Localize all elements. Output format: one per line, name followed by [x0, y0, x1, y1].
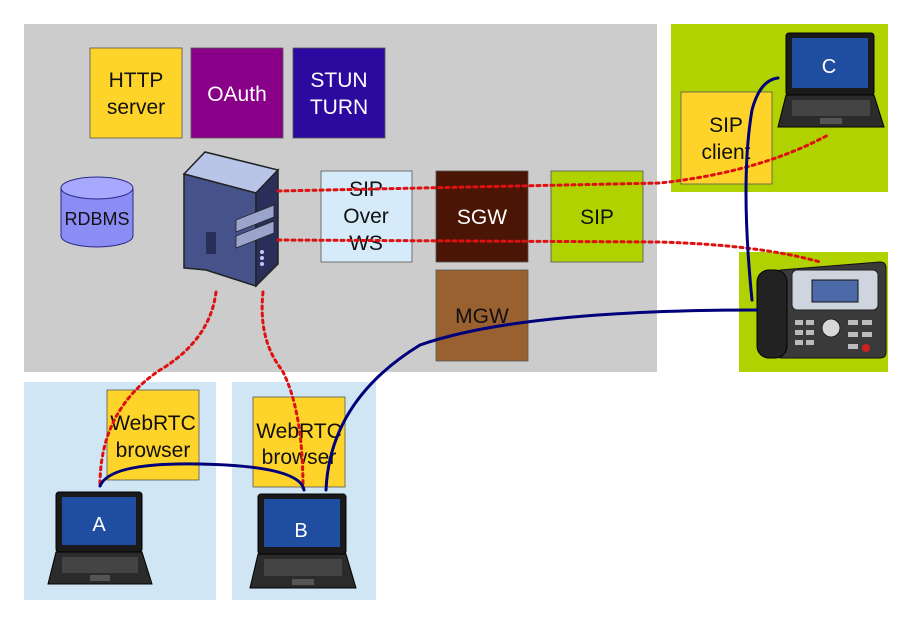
webrtc-a-line1: WebRTC: [110, 412, 196, 435]
sip-link-server-to-browser-a: [98, 290, 218, 487]
sip-client-line1: SIP: [709, 114, 743, 137]
database-icon: RDBMS: [60, 176, 134, 248]
laptop-a-label: A: [92, 514, 106, 536]
media-link-a-to-b: [98, 462, 306, 492]
oauth-label: OAuth: [207, 83, 267, 106]
rdbms-label: RDBMS: [64, 209, 129, 229]
webrtc-browser-b-box: WebRTC browser: [252, 396, 346, 488]
laptop-icon: C: [777, 32, 885, 128]
sgw-label: SGW: [457, 206, 507, 229]
sip-over-ws-box: SIP Over WS: [320, 170, 413, 263]
laptop-icon: A: [47, 491, 153, 585]
sip-link-server-to-phone: [276, 238, 822, 264]
mgw-box: MGW: [435, 269, 529, 362]
server-tower-icon: [182, 151, 280, 288]
sip-client-box: SIP client: [680, 91, 773, 185]
webrtc-a-line2: browser: [116, 439, 191, 462]
turn-label: TURN: [310, 96, 368, 119]
sgw-box: SGW: [435, 170, 529, 263]
sip-client-line2: client: [701, 141, 750, 164]
laptop-icon: B: [249, 493, 357, 589]
stun-turn-box: STUN TURN: [292, 47, 386, 139]
sip-link-server-to-browser-b: [260, 290, 305, 490]
laptop-b-label: B: [294, 520, 307, 542]
sipws-line3: WS: [349, 232, 383, 255]
stun-label: STUN: [310, 69, 367, 92]
sip-label: SIP: [580, 206, 614, 229]
laptop-c-label: C: [822, 56, 836, 78]
mgw-label: MGW: [455, 305, 509, 328]
media-link-c-to-phone: [744, 76, 780, 302]
oauth-box: OAuth: [190, 47, 284, 139]
webrtc-b-line2: browser: [262, 446, 337, 469]
sipws-line2: Over: [343, 205, 389, 228]
desk-phone-icon: [756, 261, 887, 359]
media-link-b-to-phone: [324, 308, 759, 492]
http-label-line2: server: [107, 96, 165, 119]
http-label-line1: HTTP: [109, 69, 164, 92]
http-server-box: HTTP server: [89, 47, 183, 139]
